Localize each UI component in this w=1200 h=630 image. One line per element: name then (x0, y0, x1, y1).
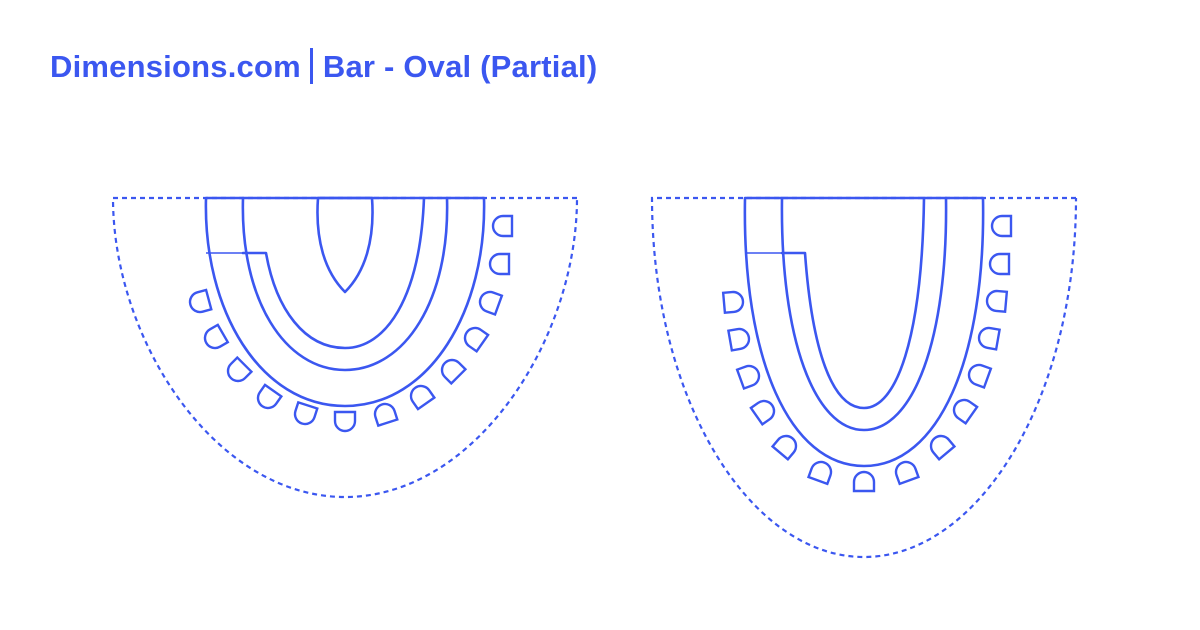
bar-stool (977, 326, 1001, 351)
bar-stool (203, 323, 230, 350)
bar-stool (373, 402, 399, 428)
bartender-workspace-edge (241, 196, 426, 350)
bar-stool (988, 252, 1011, 276)
bar-stool (967, 363, 993, 390)
bar-stool (852, 470, 876, 493)
bar-stool (990, 214, 1013, 238)
bar-outer-edge (204, 196, 486, 408)
bar-stool (735, 364, 761, 391)
bar-oval-partial-deep-diagram (650, 196, 1078, 559)
bar-stools (188, 214, 514, 433)
bar-stool (333, 410, 357, 433)
bar-stool (952, 398, 979, 426)
bar-stool (226, 355, 254, 383)
bar-stool (806, 460, 833, 486)
bar-stool (894, 460, 921, 486)
bar-stool (749, 399, 776, 427)
bar-stool (463, 326, 490, 354)
bar-stool (188, 288, 213, 314)
bar-stool (409, 384, 437, 411)
bar-counter-edge (241, 196, 449, 372)
bartender-workspace-edge (780, 196, 926, 410)
bar-outer-edge (743, 196, 985, 468)
page-title: Dimensions.com Bar - Oval (Partial) (50, 48, 597, 85)
brand-name: Dimensions.com (50, 49, 301, 84)
clearance-outline (111, 196, 579, 499)
title-separator (309, 48, 313, 84)
clearance-outline (650, 196, 1078, 559)
bar-stool (929, 434, 957, 462)
bar-stool (770, 434, 798, 462)
bar-stool (293, 400, 319, 426)
bar-stool (727, 327, 751, 352)
bar-stool (985, 289, 1009, 314)
bar-stool (721, 290, 745, 315)
bar-oval-partial-wide-diagram (111, 196, 579, 499)
bar-stools (721, 214, 1013, 493)
bar-stool (488, 252, 511, 276)
bar-stool (440, 358, 468, 386)
back-bar-island (316, 196, 374, 294)
bar-stool (491, 214, 514, 238)
bar-stool (478, 290, 504, 317)
diagram-title: Bar - Oval (Partial) (322, 49, 598, 84)
bar-stool (256, 383, 284, 410)
bar-counter-edge (780, 196, 948, 432)
